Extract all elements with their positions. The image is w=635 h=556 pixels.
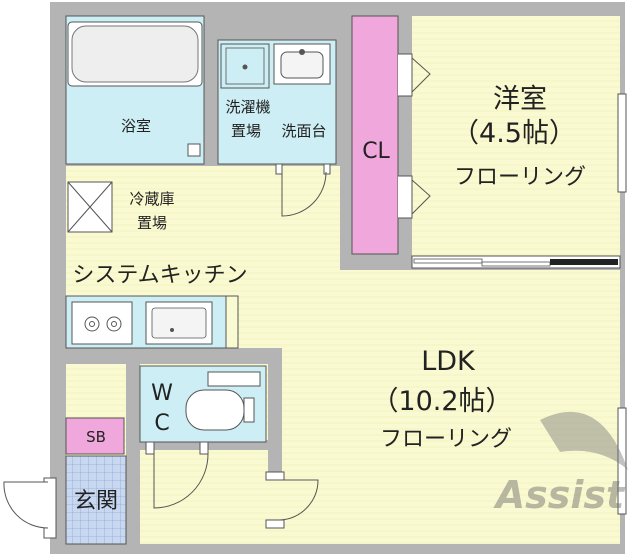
toilet-tank [207, 371, 261, 387]
kitchen-label: システムキッチン [72, 263, 247, 288]
fridge-space: 冷蔵庫 置場 [67, 181, 175, 233]
front-door[interactable] [3, 477, 57, 539]
washer-label-2: 置場 [231, 122, 261, 140]
bath-label: 浴室 [121, 117, 151, 135]
ldk-title: LDK [421, 346, 476, 377]
wc-label-w: W [151, 381, 173, 406]
entrance: 玄関 [65, 455, 127, 545]
closet: CL [351, 15, 431, 255]
shoebox-label: SB [86, 428, 106, 446]
washer-label-1: 洗濯機 [225, 98, 270, 116]
bathroom: 浴室 [65, 15, 205, 165]
fridge-label-1: 冷蔵庫 [129, 190, 174, 208]
washroom: 洗濯機 置場 洗面台 [217, 39, 337, 165]
ldk-size: （10.2帖） [371, 386, 512, 417]
western-room-floor-type: フローリング [454, 165, 586, 190]
ldk-floor-type: フローリング [380, 427, 512, 452]
western-room: 洋室 （4.5帖） フローリング [452, 84, 627, 193]
watermark-text: Assist [493, 473, 626, 517]
wc: W C [139, 365, 267, 443]
western-room-window [617, 93, 627, 193]
ldk-window [617, 407, 627, 515]
stove [71, 301, 133, 345]
washbasin-label: 洗面台 [281, 122, 326, 140]
western-room-size: （4.5帖） [452, 118, 576, 149]
shoebox: SB [65, 417, 125, 455]
wc-label-c: C [154, 411, 169, 436]
sliding-door[interactable] [411, 255, 621, 269]
system-kitchen: システムキッチン [65, 263, 248, 349]
toilet-bowl [185, 389, 245, 431]
hall-door[interactable] [265, 471, 319, 529]
western-room-title: 洋室 [493, 84, 547, 115]
washroom-door[interactable] [275, 163, 331, 217]
fridge-label-2: 置場 [137, 214, 167, 232]
entrance-label: 玄関 [74, 489, 118, 514]
closet-label: CL [362, 139, 390, 164]
wc-door[interactable] [145, 441, 209, 509]
ldk: LDK （10.2帖） フローリング [371, 346, 627, 515]
western-room-floor [412, 16, 620, 262]
watermark: Assist [493, 411, 628, 517]
